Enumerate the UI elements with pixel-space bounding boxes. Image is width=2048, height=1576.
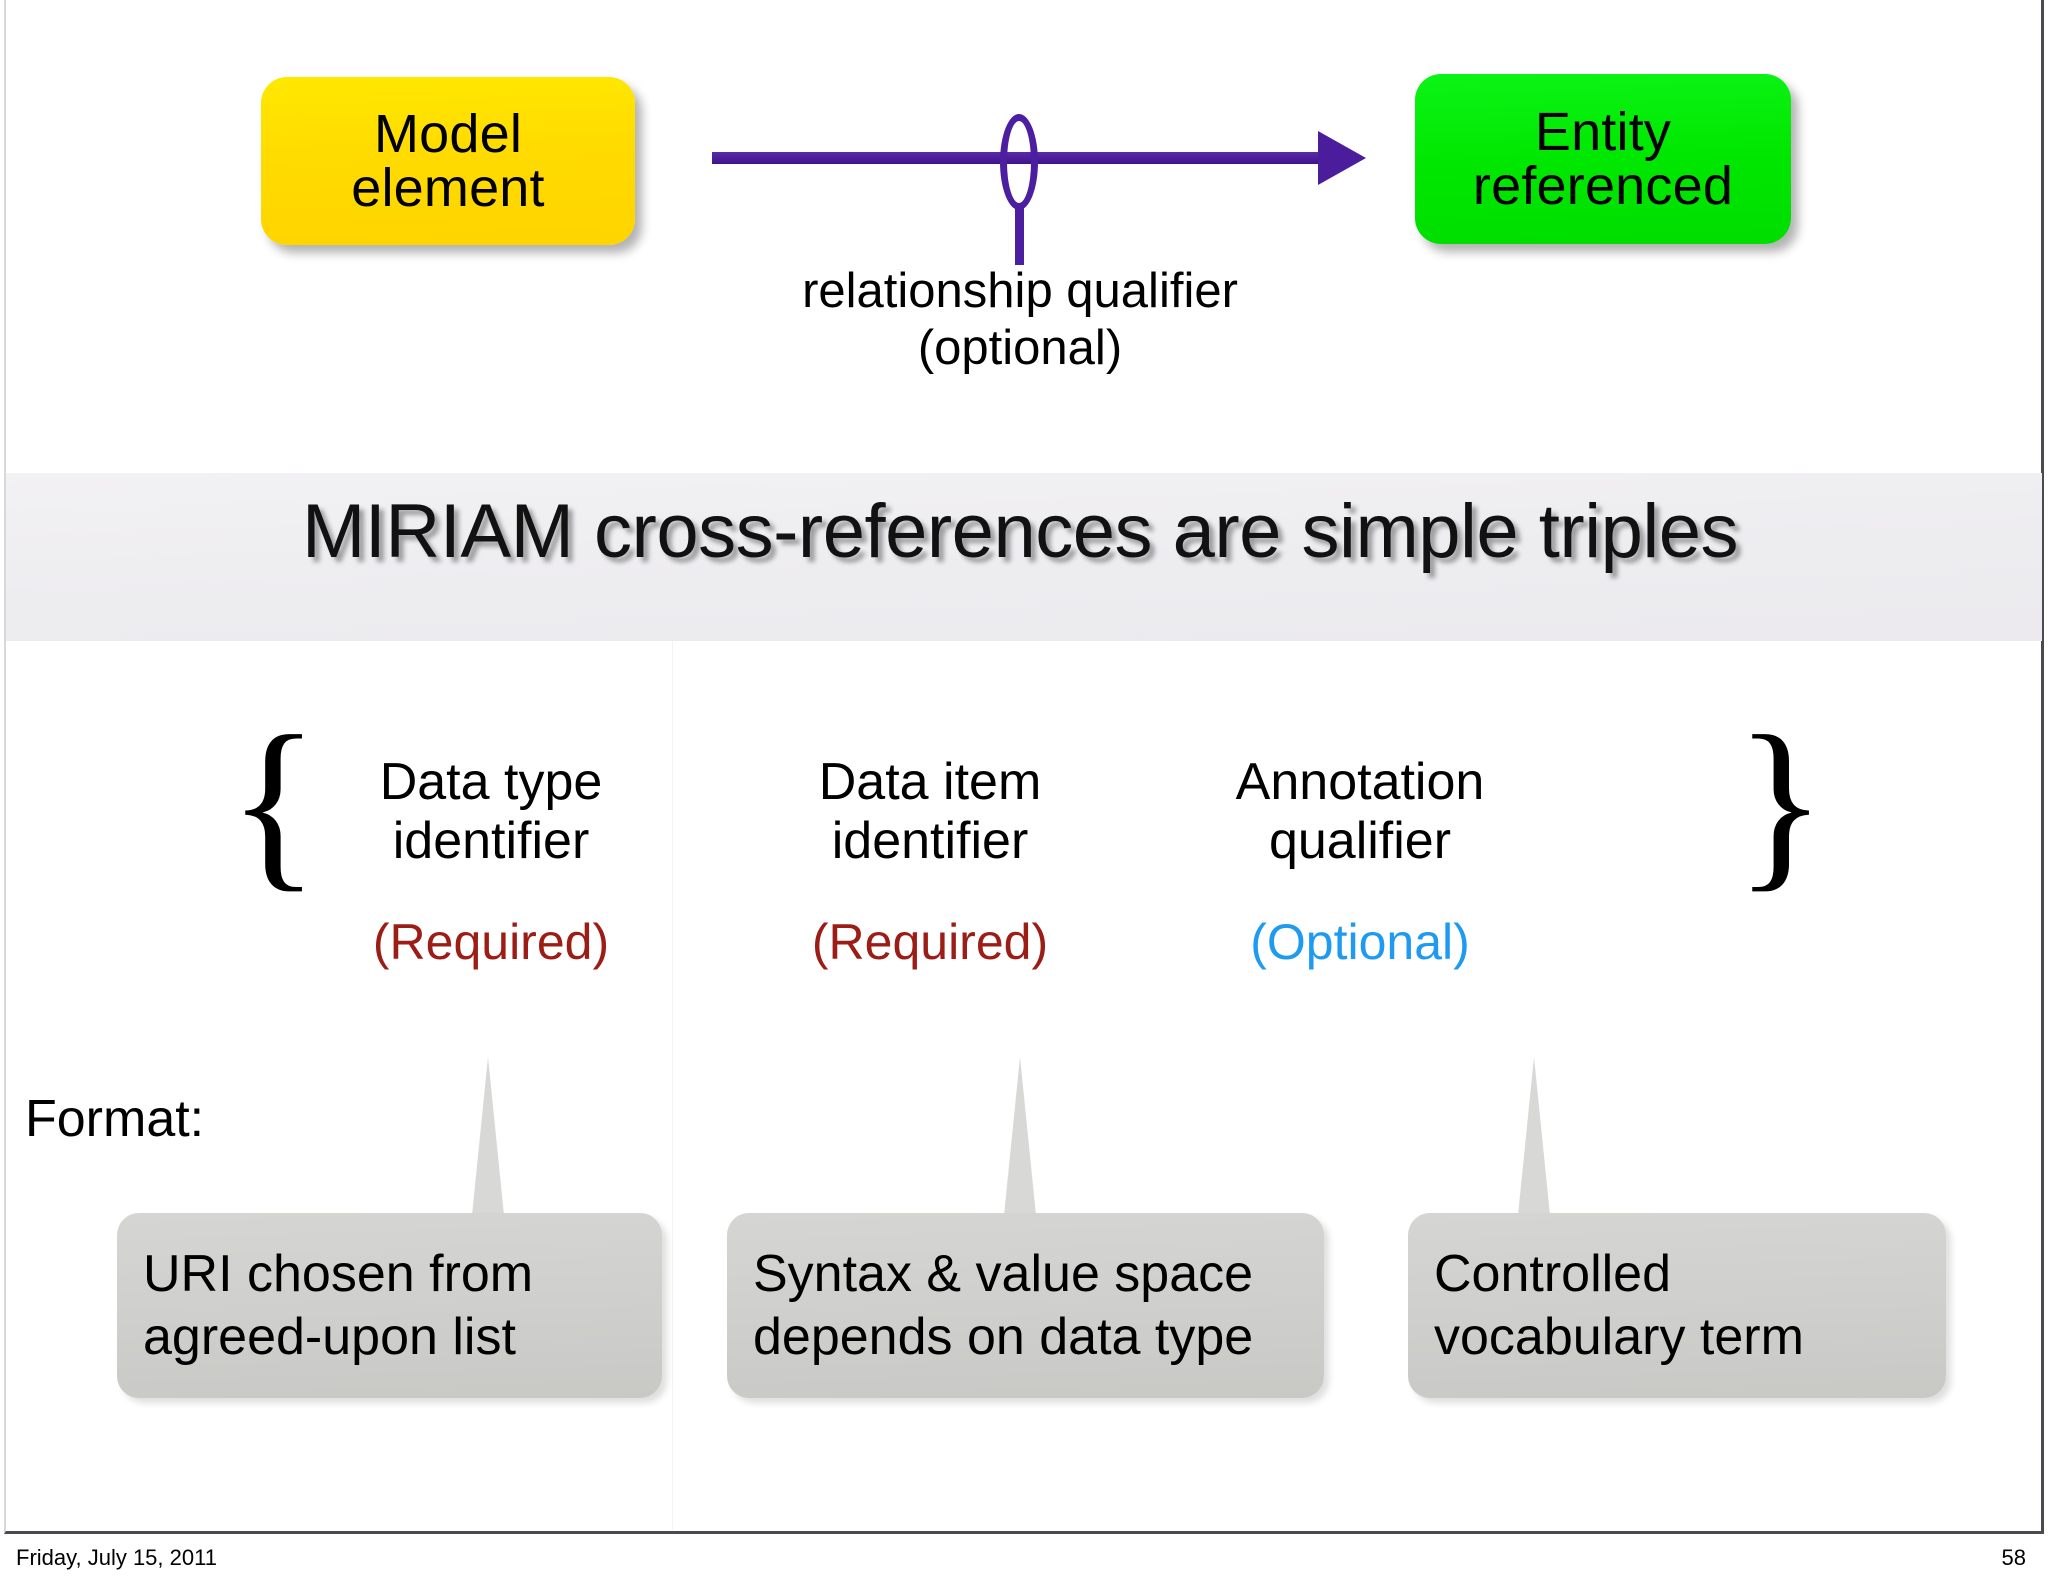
slide-footer: Friday, July 15, 2011 58 — [0, 1539, 2048, 1576]
title-band — [6, 473, 2042, 641]
column-2-heading-line2: identifier — [831, 811, 1029, 870]
triple-column-annotation: Annotation qualifier (Optional) — [1140, 753, 1580, 967]
close-brace-icon: } — [1735, 698, 1827, 908]
relationship-arrow-head-icon — [1318, 131, 1366, 185]
column-3-heading-line2: qualifier — [1268, 811, 1452, 870]
callout-1-text: URI chosen from agreed-upon list — [117, 1243, 559, 1368]
callout-3-tail-icon — [1518, 1057, 1550, 1215]
callout-2-tail-icon — [1004, 1057, 1036, 1215]
model-element-node: Model element — [261, 77, 635, 245]
column-3-heading: Annotation qualifier — [1140, 753, 1580, 871]
model-element-line2: element — [351, 158, 545, 218]
qualifier-caption-line2: (optional) — [917, 320, 1123, 375]
relationship-qualifier-caption: relationship qualifier (optional) — [640, 263, 1400, 377]
column-3-requirement-badge: (Optional) — [1250, 913, 1470, 970]
triple-column-data-type: Data type identifier (Required) — [271, 753, 711, 967]
callout-2-line1: Syntax & value space — [753, 1245, 1254, 1304]
column-1-requirement-badge: (Required) — [372, 913, 610, 970]
entity-referenced-line2: referenced — [1472, 156, 1734, 216]
qualifier-caption-line1: relationship qualifier — [802, 264, 1238, 318]
callout-3-line2: vocabulary term — [1434, 1307, 1804, 1366]
model-element-line1: Model — [373, 104, 523, 164]
qualifier-ellipse-icon — [1000, 114, 1038, 210]
format-label: Format: — [25, 1090, 205, 1148]
entity-referenced-node: Entity referenced — [1415, 74, 1791, 244]
column-3-heading-line1: Annotation — [1235, 753, 1485, 811]
column-1-heading: Data type identifier — [271, 753, 711, 871]
callout-3-text: Controlled vocabulary term — [1408, 1243, 1830, 1368]
entity-referenced-line1: Entity — [1534, 102, 1672, 162]
callout-data-item: Syntax & value space depends on data typ… — [727, 1213, 1324, 1398]
callout-data-type: URI chosen from agreed-upon list — [117, 1213, 662, 1398]
callout-1-tail-icon — [472, 1057, 504, 1215]
callout-1-line1: URI chosen from — [143, 1245, 534, 1304]
footer-page-number: 58 — [2001, 1544, 2026, 1570]
open-brace-icon: { — [228, 698, 320, 908]
page-title: MIRIAM cross-references are simple tripl… — [301, 489, 1739, 574]
column-1-heading-line1: Data type — [379, 753, 603, 811]
callout-3-line1: Controlled — [1434, 1245, 1672, 1304]
callout-annotation: Controlled vocabulary term — [1408, 1213, 1946, 1398]
faint-divider-line — [672, 640, 673, 1530]
callout-2-text: Syntax & value space depends on data typ… — [727, 1243, 1279, 1368]
column-2-requirement-badge: (Required) — [811, 913, 1049, 970]
footer-date: Friday, July 15, 2011 — [16, 1544, 217, 1570]
column-2-heading: Data item identifier — [710, 753, 1150, 871]
callout-1-line2: agreed-upon list — [143, 1307, 516, 1366]
callout-2-line2: depends on data type — [753, 1307, 1254, 1366]
column-1-heading-line2: identifier — [392, 811, 590, 870]
column-2-heading-line1: Data item — [818, 753, 1042, 811]
qualifier-stem-line — [1015, 205, 1024, 265]
triple-column-data-item: Data item identifier (Required) — [710, 753, 1150, 967]
